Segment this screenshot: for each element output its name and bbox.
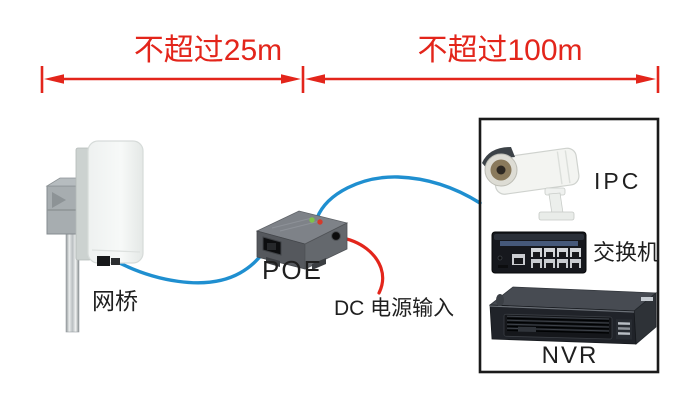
wireless-bridge-illustration bbox=[45, 140, 144, 333]
distance-label-25m: 不超过25m bbox=[133, 34, 283, 67]
nvr-label: NVR bbox=[541, 342, 599, 369]
ethernet-cable-poe-to-box bbox=[315, 175, 482, 220]
dc-power-cable bbox=[336, 235, 385, 295]
poe-injector-illustration bbox=[255, 210, 349, 270]
bridge-label: 网桥 bbox=[92, 288, 138, 314]
ethernet-switch-illustration bbox=[491, 231, 587, 274]
dimension-arrow-25m bbox=[40, 66, 305, 93]
nvr-illustration bbox=[488, 286, 658, 345]
dc-power-label: DC 电源输入 bbox=[334, 297, 455, 320]
switch-label: 交换机 bbox=[593, 240, 660, 265]
ipc-camera-illustration bbox=[482, 147, 580, 221]
poe-led-green bbox=[309, 217, 315, 223]
distance-label-100m: 不超过100m bbox=[417, 34, 583, 67]
dimension-arrow-100m bbox=[305, 66, 660, 93]
ipc-label: IPC bbox=[594, 168, 642, 194]
poe-label: POE bbox=[262, 255, 323, 285]
poe-led-red bbox=[317, 219, 323, 225]
equipment-group-box bbox=[478, 117, 660, 374]
